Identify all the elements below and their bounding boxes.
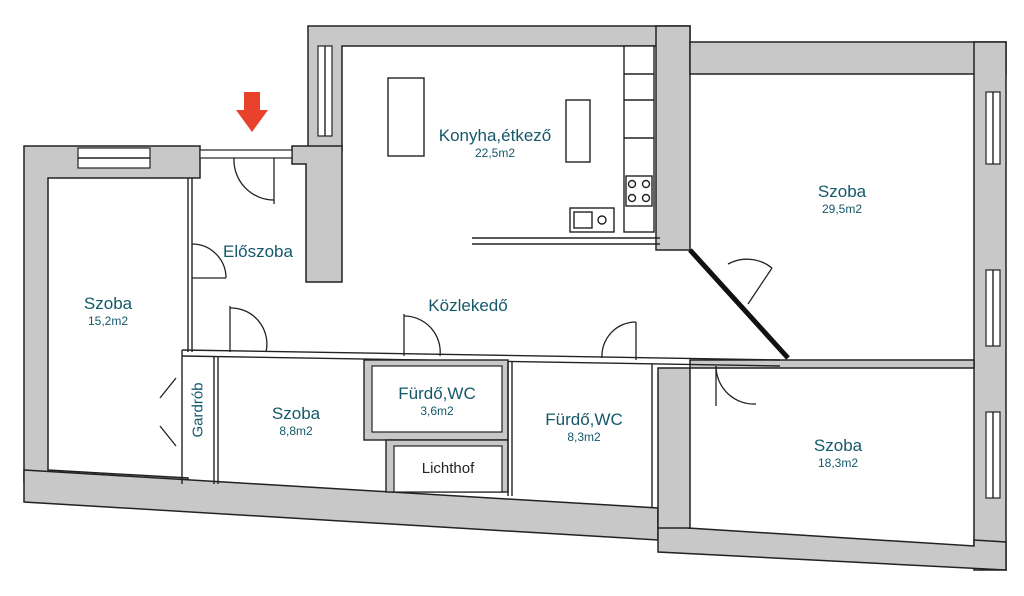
room-area: 8,8m2 — [279, 424, 313, 438]
room-name: Szoba — [813, 436, 863, 455]
room-area: 8,3m2 — [567, 430, 601, 444]
room-southeast: Szoba 18,3m2 — [814, 436, 862, 470]
room-name: Lichthof — [421, 460, 475, 477]
room-corridor: Közlekedő — [428, 296, 507, 316]
room-name: Előszoba — [223, 242, 293, 261]
entrance-arrow-icon — [236, 92, 268, 132]
windows — [77, 45, 1001, 499]
room-bath-large: Fürdő,WC 8,3m2 — [545, 410, 622, 444]
room-small: Szoba 8,8m2 — [272, 404, 320, 438]
room-name: Szoba — [83, 294, 133, 313]
room-name: Fürdő,WC — [545, 410, 623, 429]
wall-southeast-room-west — [657, 367, 691, 529]
room-name: Szoba — [817, 182, 867, 201]
room-lichthof: Lichthof — [422, 460, 475, 477]
room-area: 15,2m2 — [87, 314, 129, 328]
room-area: 3,6m2 — [420, 404, 454, 418]
walls — [23, 25, 1007, 571]
wall-north-east — [689, 41, 1007, 75]
interior-walls — [181, 178, 790, 508]
room-east: Szoba 29,5m2 — [818, 182, 866, 216]
doors — [159, 157, 773, 447]
room-name: Gardrób — [189, 382, 207, 438]
room-name: Fürdő,WC — [398, 384, 476, 403]
room-area: 22,5m2 — [474, 146, 516, 160]
wall-southeast-room-north — [689, 359, 975, 369]
room-bath-small: Fürdő,WC 3,6m2 — [398, 384, 475, 418]
room-name: Konyha,étkező — [438, 126, 552, 145]
kitchen-furniture — [387, 45, 655, 233]
room-west: Szoba 15,2m2 — [84, 294, 132, 328]
room-area: 29,5m2 — [821, 202, 863, 216]
room-kitchen: Konyha,étkező 22,5m2 — [439, 126, 551, 160]
wall-hall-east-pier — [291, 145, 343, 283]
wall-kitchen-east — [655, 25, 691, 251]
room-hall: Előszoba — [223, 242, 293, 262]
room-name: Közlekedő — [428, 296, 508, 315]
wall-south-east — [657, 507, 1007, 571]
wall-south — [23, 469, 659, 541]
room-area: 18,3m2 — [817, 456, 859, 470]
room-name: Szoba — [271, 404, 321, 423]
room-wardrobe: Gardrób — [190, 382, 207, 437]
